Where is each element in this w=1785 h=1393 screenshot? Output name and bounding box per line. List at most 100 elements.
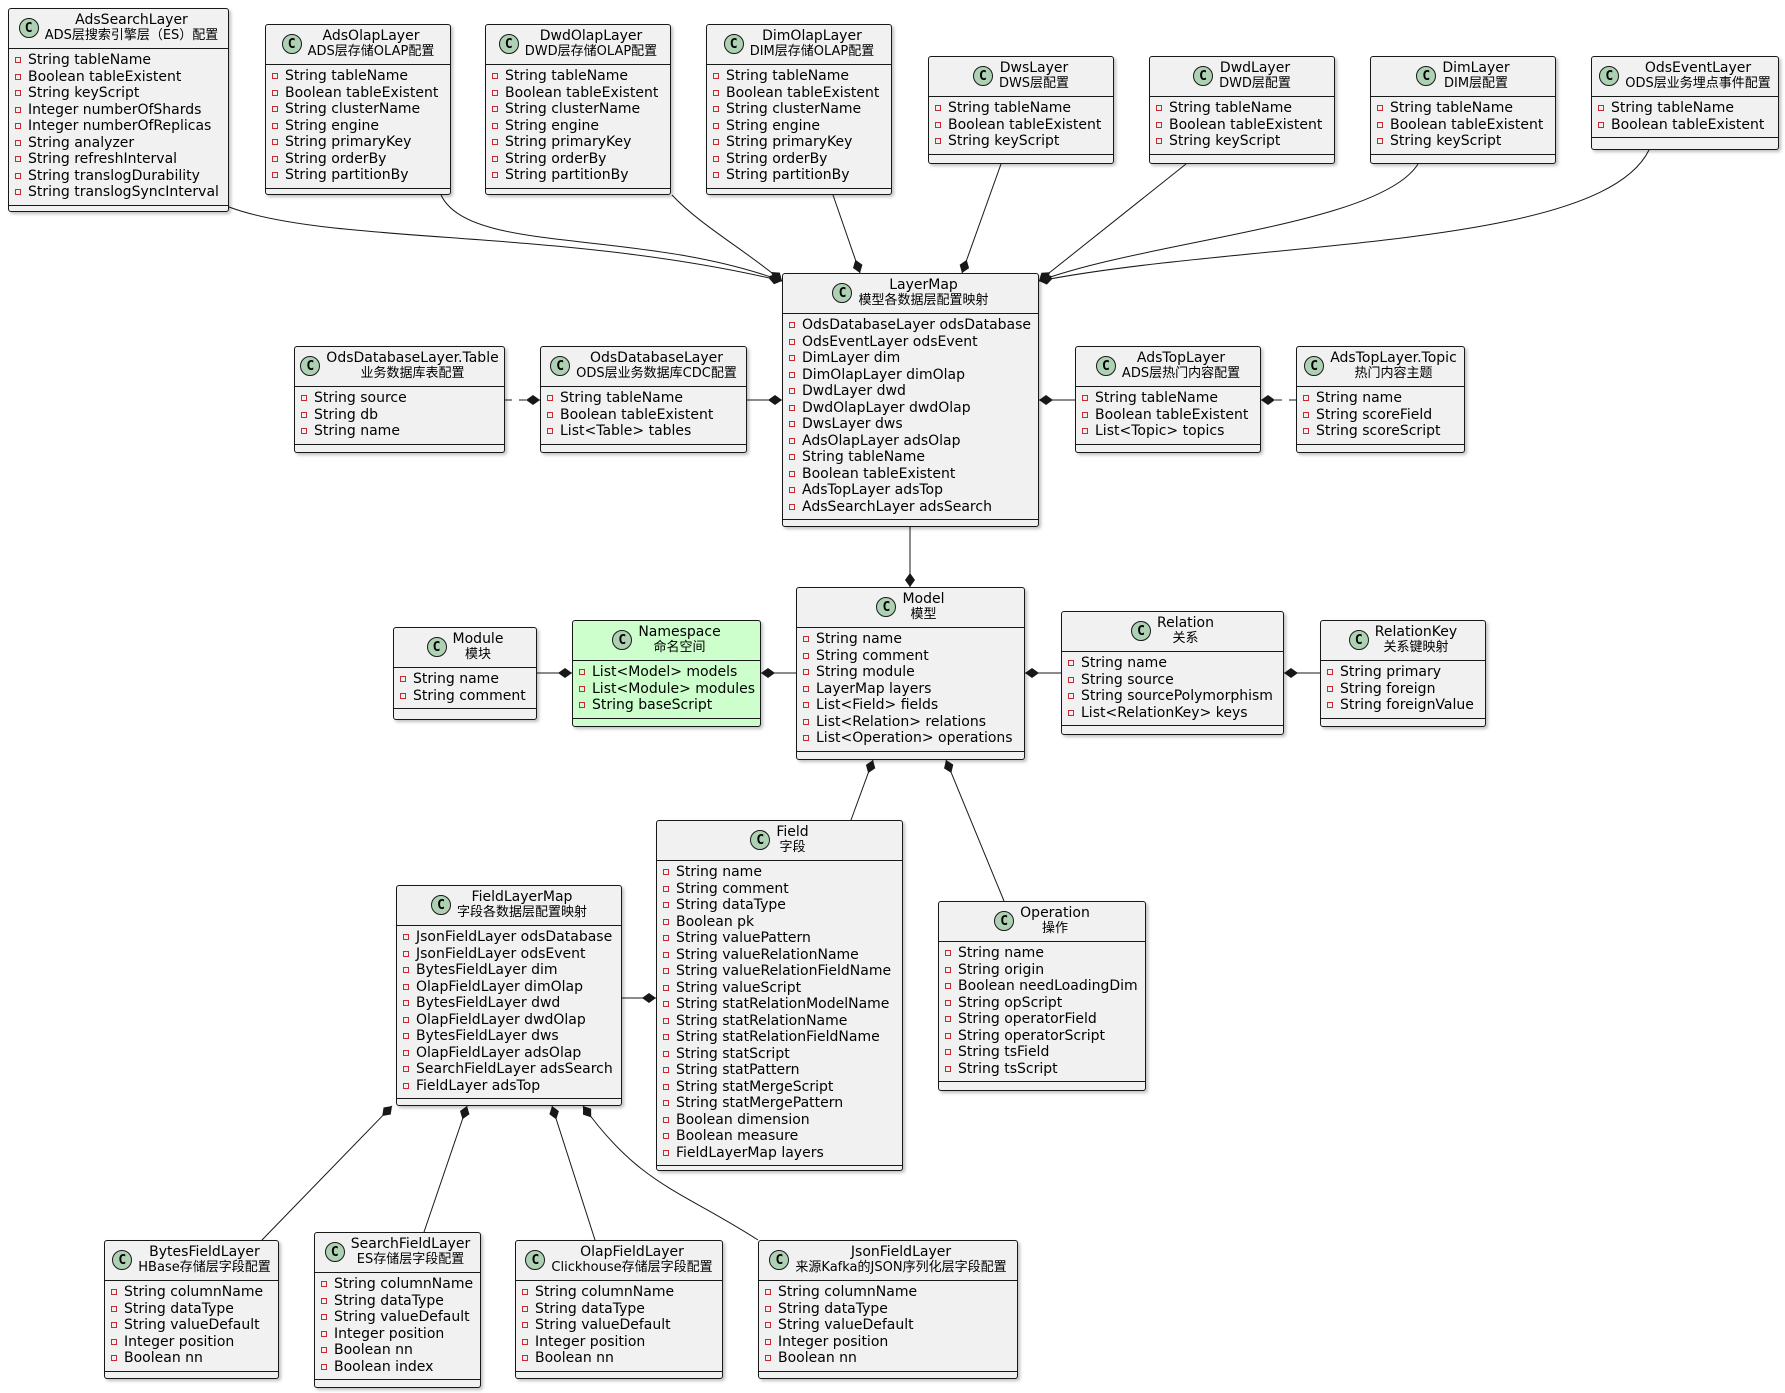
private-visibility-icon [765, 1338, 771, 1345]
class-name: Relation [1157, 615, 1214, 631]
class-field: String scoreScript [1303, 423, 1458, 440]
private-visibility-icon [403, 950, 409, 957]
class-field: String tableName [547, 390, 740, 407]
class-field: Boolean measure [663, 1128, 896, 1145]
field-text: AdsOlapLayer adsOlap [802, 432, 961, 449]
class-field: String analyzer [15, 135, 222, 152]
field-text: Integer position [334, 1325, 445, 1342]
class-field: String statScript [663, 1046, 896, 1063]
private-visibility-icon [403, 1000, 409, 1007]
class-field: String orderBy [713, 151, 885, 168]
field-text: String scoreScript [1316, 423, 1441, 440]
class-field: OdsDatabaseLayer odsDatabase [789, 317, 1032, 334]
field-text: Boolean tableExistent [1169, 116, 1323, 133]
class-field: String name [400, 671, 530, 688]
field-text: Boolean dimension [676, 1111, 810, 1128]
private-visibility-icon [111, 1322, 117, 1329]
private-visibility-icon [492, 139, 498, 146]
field-text: String db [314, 406, 379, 423]
class-methods-compartment [1150, 155, 1334, 163]
class-field: FieldLayer adsTop [403, 1078, 615, 1095]
class-field: Integer position [111, 1334, 272, 1351]
class-c-icon: C [1131, 621, 1151, 641]
field-text: String tableName [1390, 100, 1513, 117]
field-text: String valuePattern [676, 930, 811, 947]
private-visibility-icon [765, 1355, 771, 1362]
class-field: String statMergeScript [663, 1079, 896, 1096]
class-field: Integer position [522, 1334, 716, 1351]
class-field: AdsOlapLayer adsOlap [789, 433, 1032, 450]
class-field: String name [1068, 655, 1277, 672]
class-name: Module [452, 631, 504, 647]
private-visibility-icon [321, 1281, 327, 1288]
private-visibility-icon [1327, 685, 1333, 692]
class-description: 操作 [1041, 921, 1068, 936]
class-field: String primary [1327, 664, 1479, 681]
private-visibility-icon [1082, 428, 1088, 435]
private-visibility-icon [789, 338, 795, 345]
class-field: DimOlapLayer dimOlap [789, 367, 1032, 384]
composition-diamond [944, 760, 954, 773]
private-visibility-icon [321, 1363, 327, 1370]
private-visibility-icon [789, 371, 795, 378]
field-text: String dataType [778, 1300, 888, 1317]
private-visibility-icon [492, 73, 498, 80]
class-field: String clusterName [713, 101, 885, 118]
class-field: String tableName [713, 68, 885, 85]
private-visibility-icon [1598, 121, 1604, 128]
class-field: List<Table> tables [547, 423, 740, 440]
field-text: String keyScript [28, 85, 140, 102]
class-field: String valueRelationFieldName [663, 963, 896, 980]
class-field: String valuePattern [663, 930, 896, 947]
composition-diamond [1039, 274, 1053, 285]
field-text: Boolean nn [535, 1350, 614, 1367]
private-visibility-icon [111, 1289, 117, 1296]
private-visibility-icon [1068, 676, 1074, 683]
field-text: String engine [726, 117, 820, 134]
class-field: List<Model> models [579, 664, 754, 681]
field-text: String comment [413, 687, 526, 704]
composition-connector [261, 1105, 393, 1241]
class-field: OlapFieldLayer dimOlap [403, 979, 615, 996]
class-methods-compartment [516, 1372, 722, 1380]
field-text: String dataType [676, 897, 786, 914]
field-text: FieldLayer adsTop [416, 1077, 541, 1094]
class-field: String tableName [789, 449, 1032, 466]
class-field: String refreshInterval [15, 151, 222, 168]
class-methods-compartment [1062, 726, 1283, 734]
class-field: String dataType [765, 1301, 1011, 1318]
class-field: String valueDefault [522, 1317, 716, 1334]
field-text: BytesFieldLayer dwd [416, 995, 561, 1012]
class-field: String valueDefault [321, 1309, 474, 1326]
composition-diamond [583, 1106, 592, 1118]
class-field: String keyScript [15, 85, 222, 102]
class-field: String db [301, 407, 498, 424]
field-text: String valueDefault [778, 1317, 914, 1334]
class-methods-compartment [1321, 719, 1485, 727]
private-visibility-icon [663, 1034, 669, 1041]
class-field: Boolean tableExistent [492, 85, 664, 102]
private-visibility-icon [522, 1322, 528, 1329]
private-visibility-icon [803, 685, 809, 692]
class-name: Model [902, 591, 945, 607]
field-text: Boolean tableExistent [1611, 116, 1765, 133]
field-text: LayerMap layers [816, 680, 932, 697]
class-field: String tableName [272, 68, 444, 85]
class-name: SearchFieldLayer [350, 1236, 471, 1252]
class-field: OdsEventLayer odsEvent [789, 334, 1032, 351]
class-c-icon: C [612, 630, 633, 650]
